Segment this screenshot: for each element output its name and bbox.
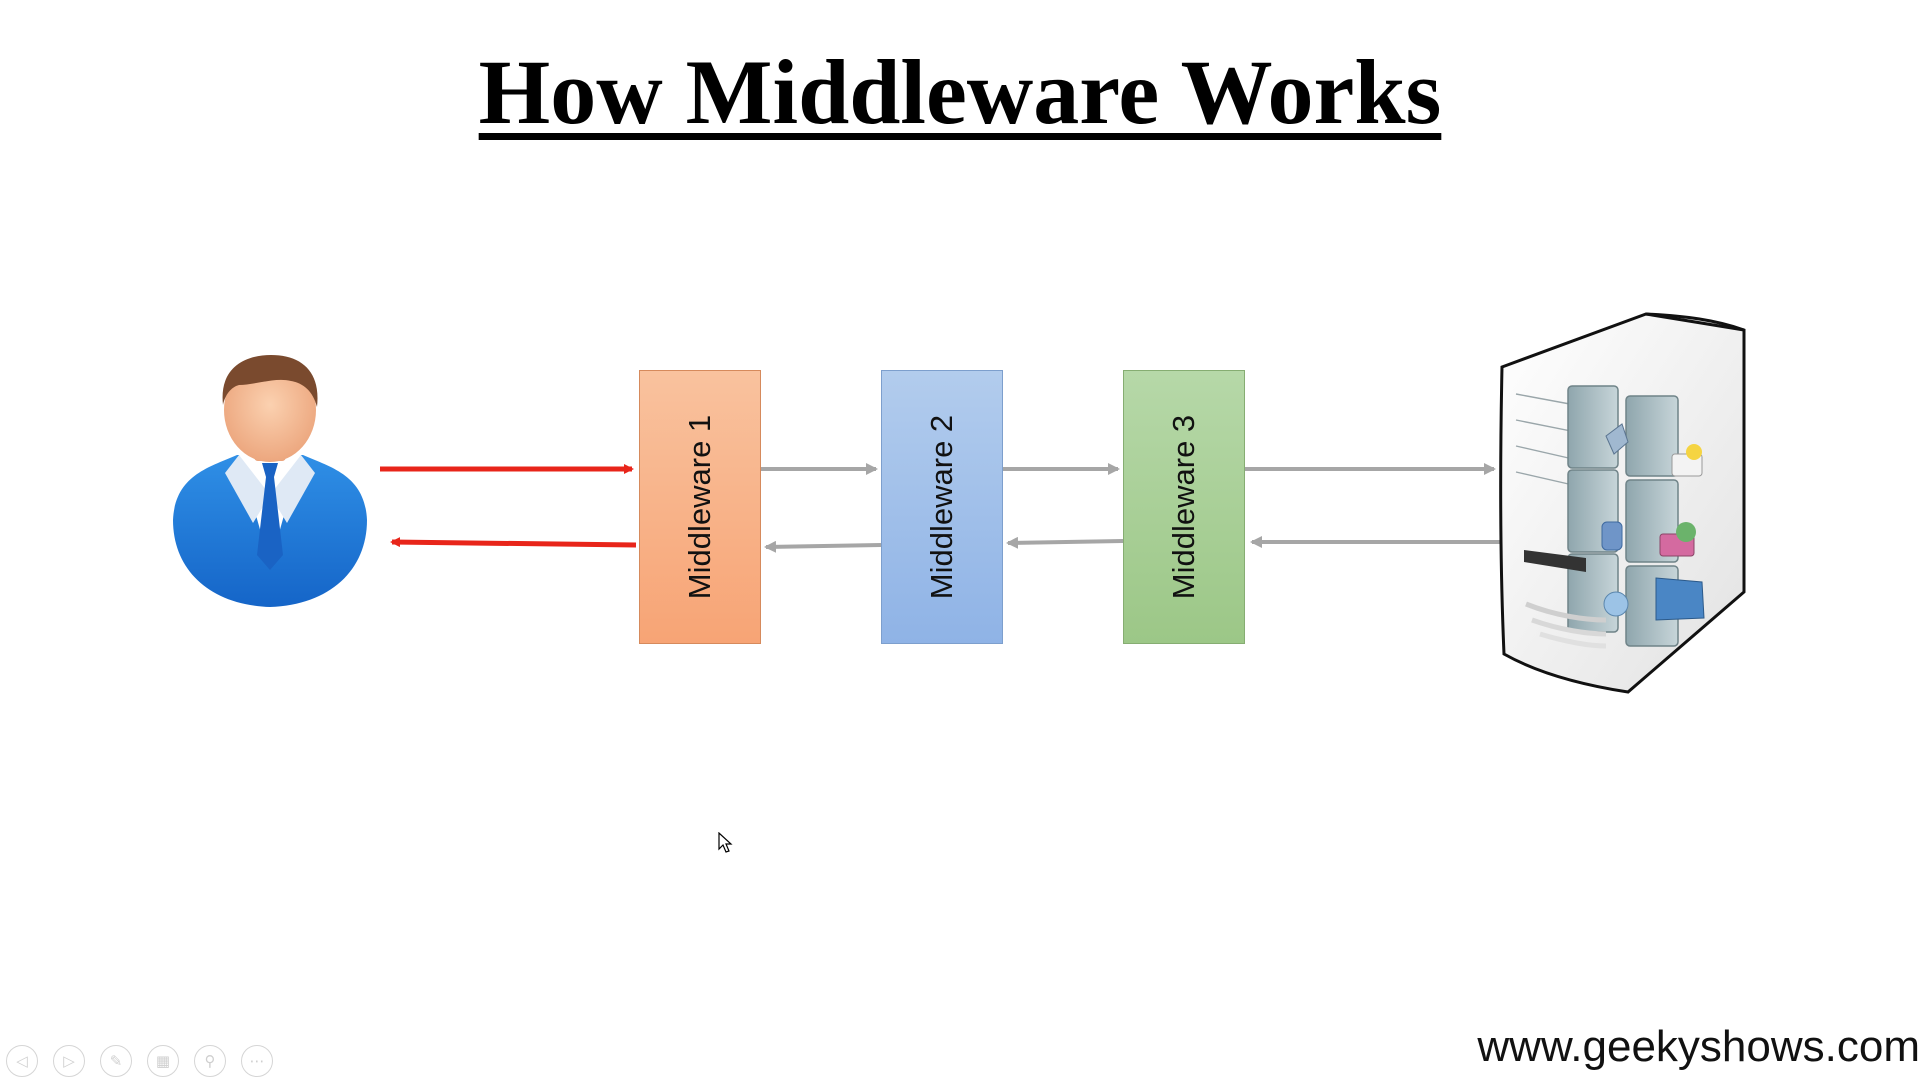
response-arrow-3-2 [1006, 536, 1124, 549]
response-arrow-2-1 [764, 540, 882, 553]
next-icon[interactable]: ▷ [53, 1045, 85, 1077]
server-icon [1499, 312, 1746, 694]
website-url: www.geekyshows.com [1477, 1022, 1920, 1071]
middleware-2-box: Middleware 2 [881, 370, 1003, 644]
response-arrow-client [390, 537, 637, 548]
pen-icon[interactable]: ✎ [100, 1045, 132, 1077]
slide-title: How Middleware Works [478, 41, 1442, 143]
middleware-3-box: Middleware 3 [1123, 370, 1245, 644]
presenter-controls: ◁ ▷ ✎ ▦ ⚲ ⋯ [6, 1045, 273, 1077]
middleware-1-box: Middleware 1 [639, 370, 761, 644]
zoom-icon[interactable]: ⚲ [194, 1045, 226, 1077]
mouse-pointer-icon [718, 832, 733, 853]
previous-icon[interactable]: ◁ [6, 1045, 38, 1077]
more-icon[interactable]: ⋯ [241, 1045, 273, 1077]
user-icon [173, 355, 367, 607]
slides-grid-icon[interactable]: ▦ [147, 1045, 179, 1077]
